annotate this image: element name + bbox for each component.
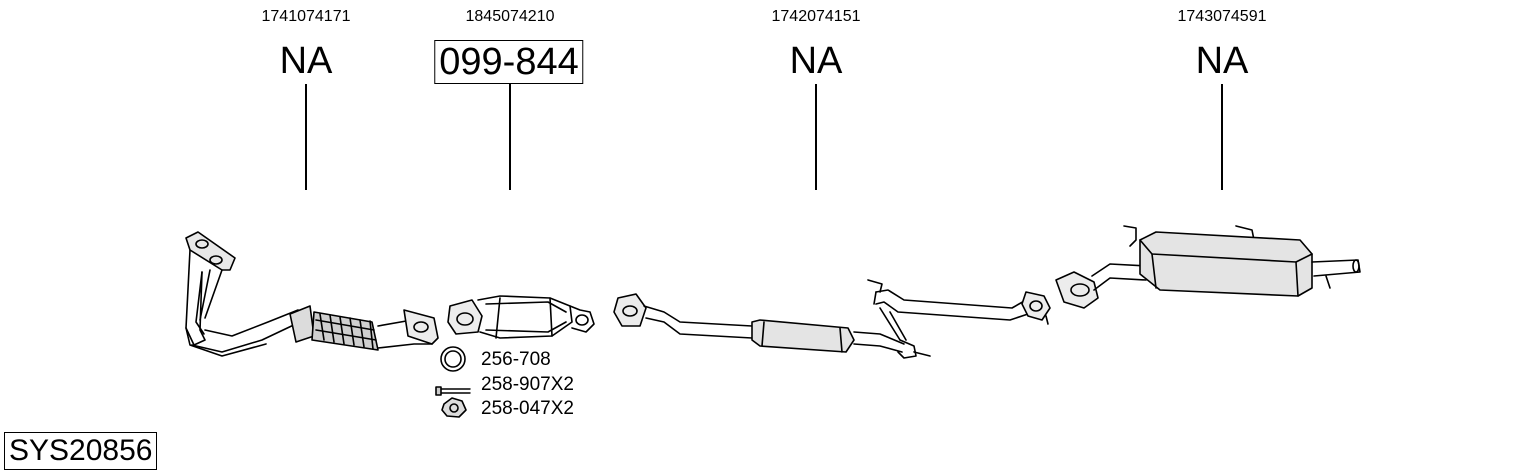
bolt-icon <box>435 386 471 396</box>
system-code-label: SYS20856 <box>4 432 158 470</box>
middle-silencer-pipe-icon <box>613 279 1051 359</box>
part-code-3[interactable]: NA <box>789 40 843 82</box>
leader-line-4 <box>1221 84 1223 190</box>
leader-line-3 <box>815 84 817 190</box>
accessory-code-nut[interactable]: 258-047X2 <box>481 398 574 419</box>
oe-number-1: 1741074171 <box>261 8 351 25</box>
rear-silencer-icon <box>1055 225 1361 309</box>
oe-number-3: 1742074151 <box>771 8 861 25</box>
oe-number-2: 1845074210 <box>465 8 555 25</box>
accessory-code-bolt[interactable]: 258-907X2 <box>481 374 574 395</box>
oe-number-4: 1743074591 <box>1177 8 1267 25</box>
part-code-4[interactable]: NA <box>1195 40 1249 82</box>
leader-line-1 <box>305 84 307 190</box>
nut-icon <box>441 397 467 418</box>
gasket-ring-icon <box>440 346 466 372</box>
front-pipe-with-flex-icon <box>185 231 439 357</box>
part-code-2[interactable]: 099-844 <box>434 40 584 84</box>
accessory-code-gasket[interactable]: 256-708 <box>481 349 551 370</box>
leader-line-2 <box>509 84 511 190</box>
part-code-1[interactable]: NA <box>279 40 333 82</box>
catalytic-converter-icon <box>447 295 595 339</box>
